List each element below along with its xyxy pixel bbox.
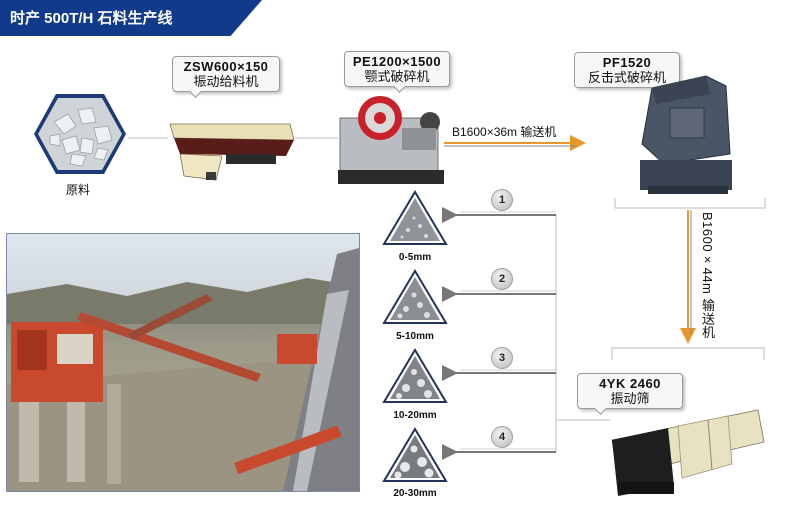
jaw-crusher-name: 颚式破碎机 bbox=[364, 69, 430, 84]
feeder-name: 振动给料机 bbox=[193, 74, 259, 89]
raw-material-image bbox=[32, 92, 128, 176]
product-2-size: 5-10mm bbox=[396, 331, 434, 342]
impact-crusher-image bbox=[634, 74, 738, 198]
feeder-drawing bbox=[169, 123, 295, 181]
jaw-crusher-drawing bbox=[338, 96, 444, 184]
step-2-badge: 2 bbox=[491, 268, 513, 290]
step-4-badge: 4 bbox=[491, 426, 513, 448]
conveyor-1-label: B1600×36m 输送机 bbox=[452, 125, 557, 139]
feeder-model: ZSW600×150 bbox=[183, 59, 269, 74]
title-banner bbox=[0, 0, 262, 36]
product-pile-2 bbox=[382, 269, 448, 325]
conveyor-2-label: B1600×44m 输送机 bbox=[700, 212, 715, 339]
gravel-pile-icon bbox=[382, 190, 448, 245]
product-4-size: 20-30mm bbox=[393, 488, 437, 499]
vibrating-feeder-image bbox=[166, 116, 296, 182]
product-pile-1 bbox=[382, 190, 448, 246]
impact-crusher-model: PF1520 bbox=[602, 55, 652, 70]
jaw-crusher-callout: PE1200×1500 颚式破碎机 bbox=[344, 51, 450, 87]
raw-material-hexagon bbox=[34, 94, 126, 174]
step-1-badge: 1 bbox=[491, 189, 513, 211]
vibrating-screen-image bbox=[608, 406, 768, 498]
screen-drawing bbox=[611, 409, 765, 496]
feeder-callout: ZSW600×150 振动给料机 bbox=[172, 56, 280, 92]
page-title: 时产 500T/H 石料生产线 bbox=[10, 10, 173, 27]
impact-crusher-name: 反击式破碎机 bbox=[587, 70, 666, 85]
raw-material-label: 原料 bbox=[66, 183, 91, 197]
site-photo-drawing bbox=[7, 248, 359, 491]
production-line-photo bbox=[6, 233, 360, 492]
impact-crusher-bracket bbox=[614, 198, 766, 209]
screen-name: 振动筛 bbox=[610, 391, 650, 406]
jaw-crusher-model: PE1200×1500 bbox=[352, 54, 442, 69]
impact-crusher-drawing bbox=[640, 75, 732, 194]
screen-model: 4YK 2460 bbox=[599, 376, 661, 391]
screen-callout: 4YK 2460 振动筛 bbox=[577, 373, 683, 409]
screen-bracket bbox=[611, 347, 765, 360]
gravel-pile-icon bbox=[382, 427, 448, 482]
product-arrows bbox=[442, 207, 556, 460]
jaw-crusher-image bbox=[338, 92, 444, 184]
gravel-pile-icon bbox=[382, 348, 448, 403]
product-pile-3 bbox=[382, 348, 448, 404]
product-3-size: 10-20mm bbox=[393, 410, 437, 421]
gravel-pile-icon bbox=[382, 269, 448, 324]
impact-crusher-callout: PF1520 反击式破碎机 bbox=[574, 52, 680, 88]
product-pile-4 bbox=[382, 427, 448, 483]
product-1-size: 0-5mm bbox=[398, 252, 432, 263]
step-3-badge: 3 bbox=[491, 347, 513, 369]
